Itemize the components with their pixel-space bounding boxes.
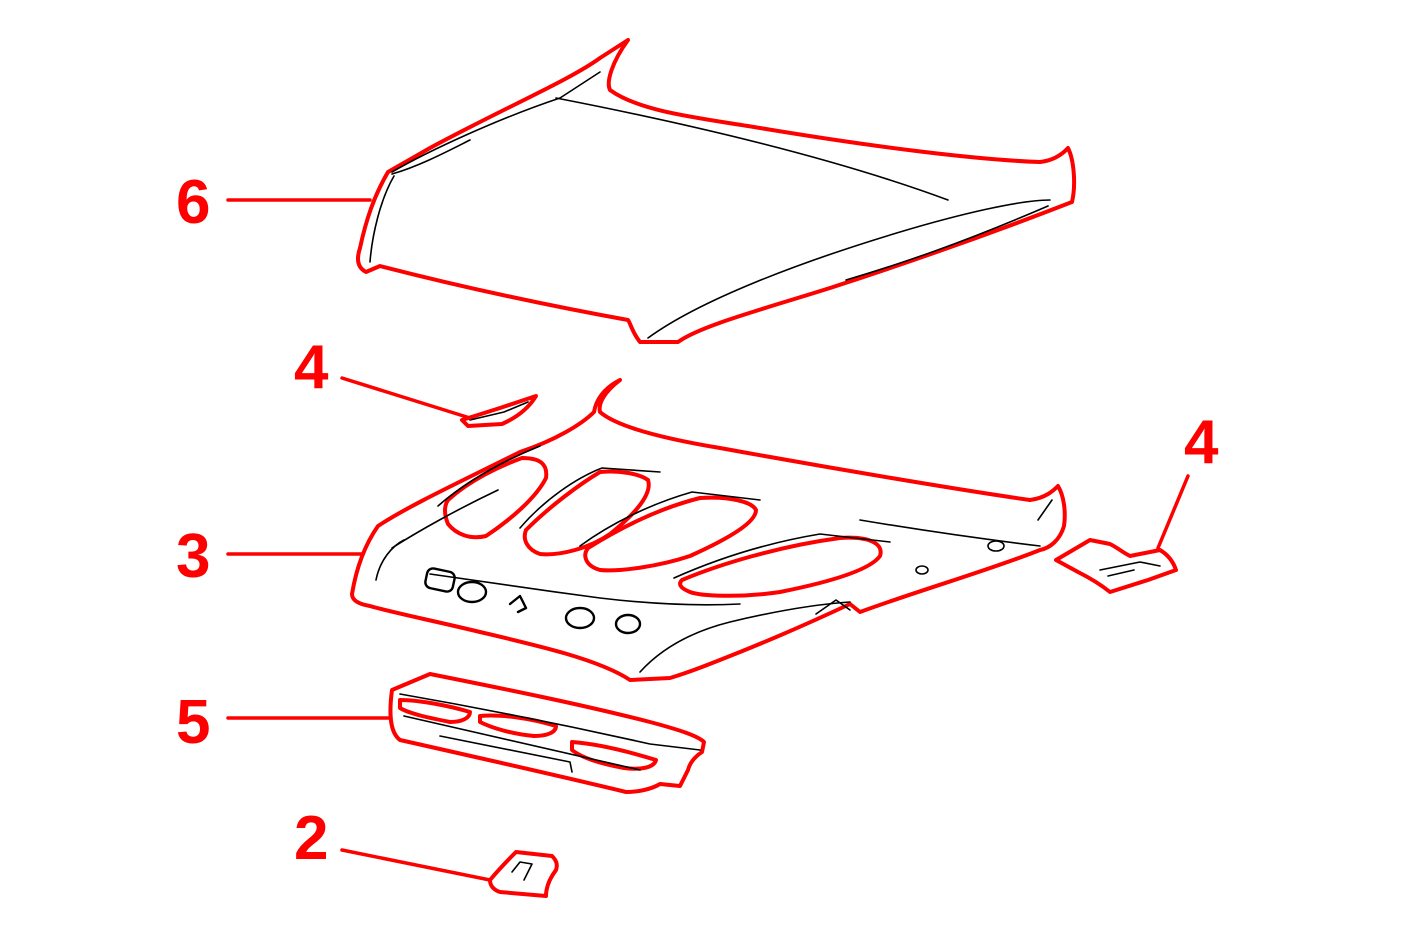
- callout-4-left: 4: [294, 333, 329, 402]
- hood-outer-panel[interactable]: [356, 38, 1077, 344]
- callout-3: 3: [176, 522, 211, 591]
- hood-bumper-bracket-left[interactable]: [460, 394, 538, 428]
- hood-front-insulator[interactable]: [388, 672, 706, 794]
- callout-4-right: 4: [1184, 408, 1219, 477]
- hood-bumper-bracket-right[interactable]: [1054, 538, 1178, 594]
- callout-5: 5: [176, 688, 211, 757]
- hood-inner-panel[interactable]: [350, 378, 1067, 682]
- callout-2: 2: [294, 804, 329, 873]
- leader-2: [340, 848, 492, 882]
- leader-4-left: [340, 376, 472, 420]
- leader-4-right: [1156, 474, 1190, 550]
- hood-small-pad[interactable]: [488, 850, 559, 898]
- callout-6: 6: [176, 168, 211, 237]
